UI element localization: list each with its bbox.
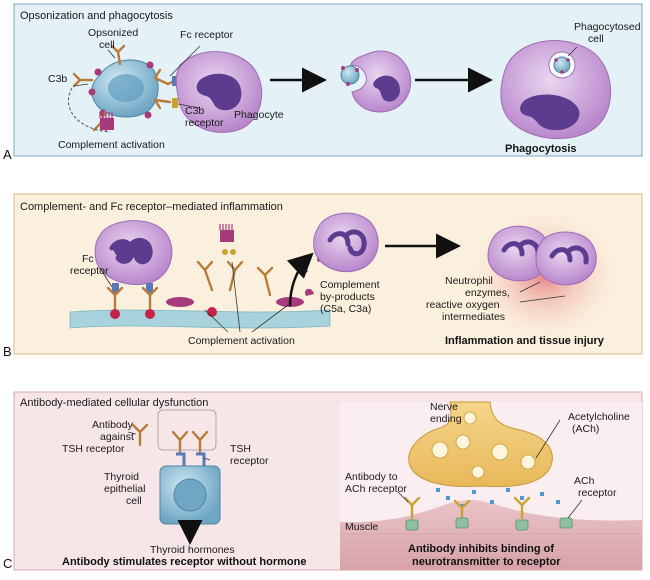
label-thyroid-cell-3: cell	[126, 495, 142, 507]
label-muscle: Muscle	[345, 521, 378, 533]
label-fc-receptor-b-2: receptor	[70, 265, 109, 277]
label-complement-activation-b: Complement activation	[188, 335, 295, 347]
antibody-inset-box	[157, 409, 217, 451]
opsonized-cell	[88, 59, 159, 119]
fc-receptors-b	[112, 283, 153, 293]
label-ach-receptor-2: receptor	[578, 487, 617, 499]
label-complement-byproducts-3: (C5a, C3a)	[320, 303, 371, 315]
nerve-ending	[408, 401, 553, 488]
neutrophil-b-left	[94, 220, 173, 286]
phagocytosed-phagocyte	[500, 39, 612, 140]
caption-c-right-2: neurotransmitter to receptor	[412, 556, 561, 568]
receptors-a	[172, 76, 178, 108]
label-opsonized-cell-1: Opsonized	[88, 27, 138, 39]
leader-phagocytosed	[567, 46, 578, 57]
muscle-striations	[340, 533, 642, 567]
label-ach-receptor-1: ACh	[574, 475, 595, 487]
panel-c-title: Antibody-mediated cellular dysfunction	[20, 397, 208, 409]
panel-a: Opsonization and phagocytosis A	[3, 3, 643, 162]
caption-inflammation: Inflammation and tissue injury	[445, 335, 605, 347]
muscle-tissue	[340, 500, 642, 570]
label-c3b-receptor-1: C3b	[185, 105, 204, 117]
leader-lines-a	[73, 45, 201, 109]
label-complement-byproducts-2: by-products	[320, 291, 375, 303]
engulfing-phagocyte	[340, 50, 412, 113]
label-neutrophil-enzymes-2: enzymes,	[465, 287, 510, 299]
label-tsh-receptor-1: TSH	[230, 443, 251, 455]
tsh-receptors	[176, 452, 206, 466]
label-antibody-tsh-3: TSH receptor	[62, 443, 125, 455]
thyroid-cell	[159, 465, 221, 525]
panel-b-letter: B	[3, 344, 12, 359]
label-fc-receptor-b-1: Fc	[82, 253, 94, 265]
ach-receptors	[405, 517, 573, 531]
panel-a-title: Opsonization and phagocytosis	[20, 10, 173, 22]
antibodies-b	[106, 260, 274, 310]
arrow-b-curved	[286, 252, 314, 307]
complement-activation-a	[67, 87, 114, 133]
label-fc-receptor-a: Fc receptor	[180, 29, 234, 41]
label-thyroid-cell-1: Thyroid	[104, 471, 139, 483]
antibodies-on-cell	[72, 44, 178, 132]
caption-phagocytosis: Phagocytosis	[505, 143, 577, 155]
label-neutrophil-enzymes-1: Neutrophil	[445, 275, 493, 287]
phagocyte-a	[175, 51, 263, 133]
caption-c-right-1: Antibody inhibits binding of	[408, 543, 554, 555]
panel-a-letter: A	[3, 147, 12, 162]
panel-c: Antibody-mediated cellular dysfunction C…	[3, 391, 643, 571]
label-thyroid-cell-2: epithelial	[104, 483, 145, 495]
label-neutrophil-enzymes-4: intermediates	[442, 311, 505, 323]
neutrophils-inflamed	[487, 225, 597, 286]
label-neutrophil-enzymes-3: reactive oxygen	[426, 299, 500, 311]
panel-b-title: Complement- and Fc receptor–mediated inf…	[20, 201, 283, 213]
leader-lines-b2	[519, 281, 566, 303]
antibodies-ach	[403, 496, 531, 522]
label-antibody-ach-2: ACh receptor	[345, 483, 407, 495]
label-complement-byproducts-1: Complement	[320, 279, 380, 291]
label-thyroid-hormones: Thyroid hormones	[150, 544, 235, 556]
antibodies-tsh	[131, 423, 209, 454]
label-antibody-tsh-2: against	[100, 431, 134, 443]
label-c3b: C3b	[48, 73, 67, 85]
label-antibody-ach-1: Antibody to	[345, 471, 398, 483]
label-acetylcholine-1: Acetylcholine	[568, 411, 630, 423]
label-tsh-receptor-2: receptor	[230, 455, 269, 467]
leader-lines-c-left	[127, 431, 211, 461]
acetylcholine-molecules	[436, 488, 560, 508]
caption-c-left: Antibody stimulates receptor without hor…	[62, 556, 306, 568]
tissue-surface-b	[69, 309, 331, 329]
label-complement-activation-a: Complement activation	[58, 139, 165, 151]
neutrophil-b-middle	[313, 212, 379, 272]
label-opsonized-cell-2: cell	[99, 39, 115, 51]
panel-c-letter: C	[3, 556, 12, 571]
label-acetylcholine-2: (ACh)	[572, 423, 599, 435]
label-antibody-tsh-1: Antibody	[92, 419, 134, 431]
label-c3b-receptor-2: receptor	[185, 117, 224, 129]
label-phagocyte: Phagocyte	[234, 109, 284, 121]
label-nerve-ending-2: ending	[430, 413, 462, 425]
leader-lines-b	[99, 261, 289, 333]
label-phagocytosed-cell-2: cell	[588, 33, 604, 45]
leader-lines-c-right	[397, 419, 583, 519]
label-nerve-ending-1: Nerve	[430, 401, 458, 413]
panel-b: Complement- and Fc receptor–mediated inf…	[3, 193, 643, 359]
label-phagocytosed-cell-1: Phagocytosed	[574, 21, 641, 33]
